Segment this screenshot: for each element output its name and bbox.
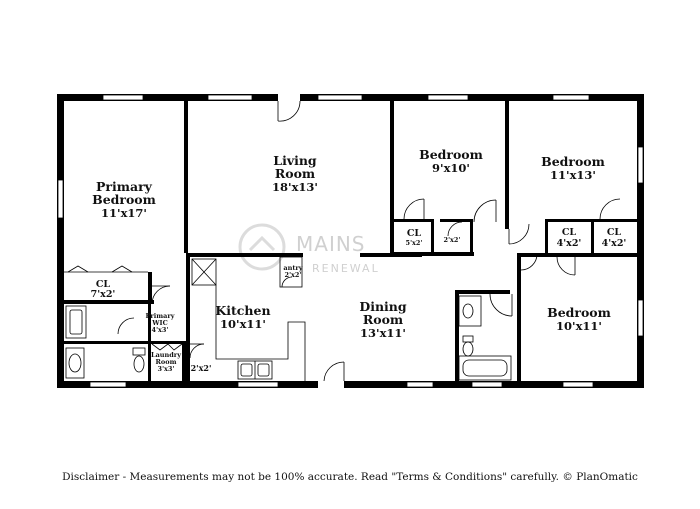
svg-text:antry: antry <box>283 264 302 272</box>
svg-text:WIC: WIC <box>151 319 168 327</box>
room-label-bedroom-1: Bedroom 9'x10' <box>419 147 483 175</box>
svg-text:Bedroom: Bedroom <box>541 154 605 169</box>
svg-text:Dining: Dining <box>359 299 407 314</box>
svg-text:Room: Room <box>275 166 315 181</box>
svg-text:7'x2': 7'x2' <box>91 289 116 300</box>
room-label-primary-closet: CL 7'x2' <box>91 279 116 300</box>
toilet-icon <box>462 335 474 343</box>
front-door-icon <box>323 361 345 382</box>
kitchen-fixtures <box>191 256 306 381</box>
svg-text:2'x2': 2'x2' <box>444 236 461 244</box>
toilet-icon <box>132 347 146 356</box>
shower-icon <box>65 305 87 339</box>
svg-text:4'x3': 4'x3' <box>152 326 169 334</box>
interior-walls <box>64 101 637 385</box>
room-label-small-closet: 2'x2' <box>191 363 212 373</box>
room-label-closet-bed2b: CL 4'x2' <box>602 227 627 249</box>
svg-text:11'x17': 11'x17' <box>101 206 147 220</box>
room-label-primary-wic: Primary WIC 4'x3' <box>145 312 174 334</box>
svg-text:Living: Living <box>273 153 317 168</box>
svg-text:4'x2': 4'x2' <box>557 238 582 249</box>
svg-text:Primary: Primary <box>145 312 174 320</box>
fridge-icon <box>191 258 217 286</box>
svg-text:Bedroom: Bedroom <box>92 192 156 207</box>
svg-text:10'x11': 10'x11' <box>556 319 602 333</box>
svg-text:CL: CL <box>407 228 422 239</box>
door-swings <box>403 198 621 317</box>
room-label-closet-bed2a: CL 4'x2' <box>557 227 582 249</box>
svg-text:9'x10': 9'x10' <box>432 161 470 175</box>
svg-text:11'x13': 11'x13' <box>550 168 596 182</box>
bathtub-icon <box>458 355 512 381</box>
room-label-closet-hall: 2'x2' <box>444 236 461 244</box>
hall-bath-fixtures <box>458 295 512 381</box>
svg-text:3'x3': 3'x3' <box>158 365 175 373</box>
watermark-text: MAINS <box>296 232 366 256</box>
svg-text:18'x13': 18'x13' <box>272 180 318 194</box>
windows <box>57 94 644 388</box>
svg-text:Primary: Primary <box>96 179 153 194</box>
svg-text:2'x2': 2'x2' <box>285 271 302 279</box>
room-label-kitchen: Kitchen 10'x11' <box>215 303 270 331</box>
svg-text:Laundry: Laundry <box>151 351 181 359</box>
svg-text:10'x11': 10'x11' <box>220 317 266 331</box>
disclaimer: Disclaimer - Measurements may not be 100… <box>62 471 638 483</box>
svg-text:CL: CL <box>607 227 622 238</box>
svg-text:4'x2': 4'x2' <box>602 238 627 249</box>
svg-text:5'x2': 5'x2' <box>406 239 423 247</box>
room-label-bedroom-2: Bedroom 11'x13' <box>541 154 605 182</box>
svg-text:Kitchen: Kitchen <box>215 303 270 318</box>
svg-text:Bedroom: Bedroom <box>419 147 483 162</box>
watermark-subtext: RENEWAL <box>312 262 380 275</box>
room-label-dining-room: Dining Room 13'x11' <box>359 299 407 340</box>
room-label-laundry: Laundry Room 3'x3' <box>151 351 181 373</box>
svg-text:Bedroom: Bedroom <box>547 305 611 320</box>
room-label-pantry: antry 2'x2' <box>283 264 302 279</box>
room-label-bedroom-3: Bedroom 10'x11' <box>547 305 611 333</box>
svg-text:13'x11': 13'x11' <box>360 326 406 340</box>
living-door-icon <box>277 100 301 122</box>
room-label-primary-bedroom: Primary Bedroom 11'x17' <box>92 179 156 220</box>
svg-text:2'x2': 2'x2' <box>191 363 212 373</box>
svg-text:Room: Room <box>363 312 403 327</box>
room-label-closet-bed1: CL 5'x2' <box>406 228 423 247</box>
room-label-living-room: Living Room 18'x13' <box>272 153 318 194</box>
svg-text:CL: CL <box>96 279 111 290</box>
sink-icon <box>65 347 85 379</box>
svg-text:CL: CL <box>562 227 577 238</box>
watermark: MAINS RENEWAL <box>238 223 380 275</box>
svg-text:Room: Room <box>156 358 177 366</box>
watermark-logo-icon <box>238 223 286 271</box>
vanity-icon <box>458 295 482 327</box>
primary-bath-fixtures <box>64 265 205 379</box>
